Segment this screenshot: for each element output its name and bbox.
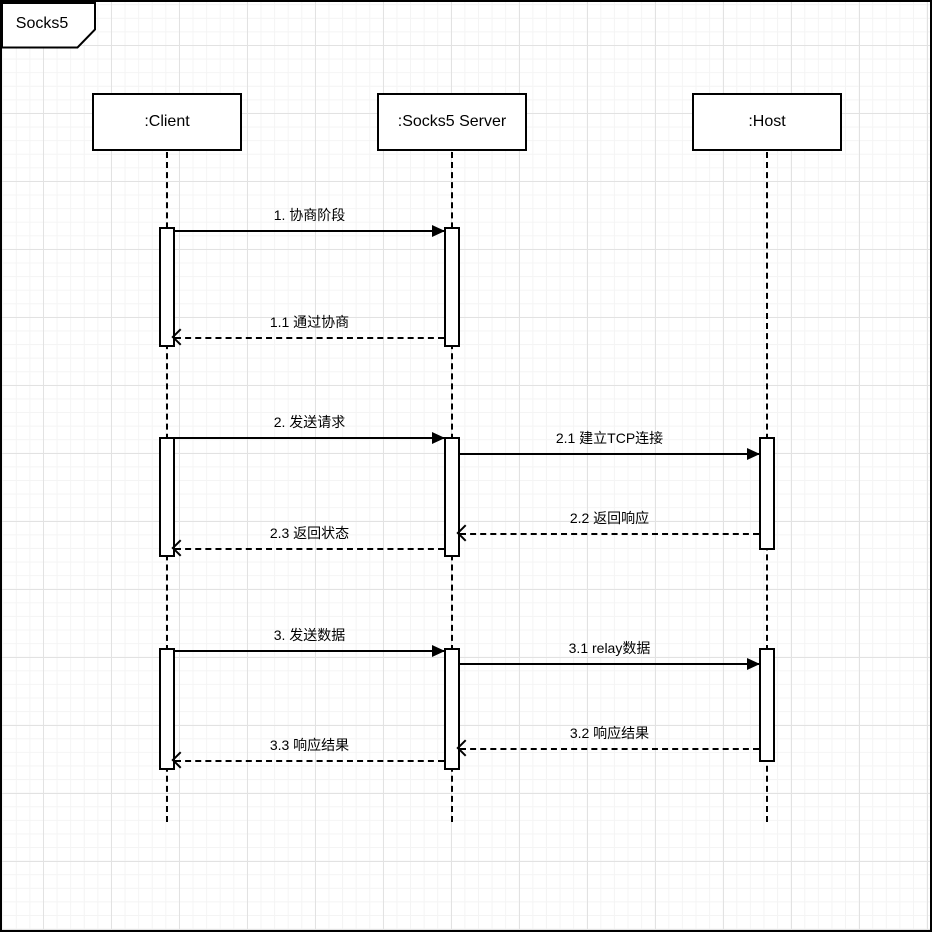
message-2-1-tcp-connect[interactable]: 2.1 建立TCP连接 bbox=[460, 430, 760, 460]
message-3-label: 3. 发送数据 bbox=[273, 627, 346, 643]
activation-client-1[interactable] bbox=[159, 227, 175, 347]
message-2-request[interactable]: 2. 发送请求 bbox=[175, 414, 445, 444]
activation-server-1[interactable] bbox=[444, 227, 460, 347]
message-2-2-label: 2.2 返回响应 bbox=[569, 510, 650, 526]
lifeline-head-host-label: :Host bbox=[748, 113, 786, 130]
lifeline-head-client-label: :Client bbox=[144, 113, 190, 130]
lifeline-head-host[interactable]: :Host bbox=[692, 93, 842, 151]
activation-client-3[interactable] bbox=[159, 648, 175, 770]
message-1-1-return[interactable]: 1.1 通过协商 bbox=[175, 314, 444, 339]
lifeline-head-server-label: :Socks5 Server bbox=[397, 113, 507, 130]
activation-host-3[interactable] bbox=[759, 648, 775, 762]
lifeline-head-server[interactable]: :Socks5 Server bbox=[377, 93, 527, 151]
message-2-2-response[interactable]: 2.2 返回响应 bbox=[460, 510, 759, 535]
message-2-1-label: 2.1 建立TCP连接 bbox=[555, 430, 664, 446]
message-1-label: 1. 协商阶段 bbox=[273, 207, 346, 223]
message-2-3-status[interactable]: 2.3 返回状态 bbox=[175, 525, 444, 550]
activation-client-2[interactable] bbox=[159, 437, 175, 557]
lifeline-head-client[interactable]: :Client bbox=[92, 93, 242, 151]
message-2-label: 2. 发送请求 bbox=[273, 414, 346, 430]
message-3-1-relay[interactable]: 3.1 relay数据 bbox=[460, 640, 760, 670]
activation-server-2[interactable] bbox=[444, 437, 460, 557]
frame-title-tag[interactable]: Socks5 bbox=[2, 2, 98, 49]
message-3-send-data[interactable]: 3. 发送数据 bbox=[175, 627, 445, 657]
message-3-1-label: 3.1 relay数据 bbox=[568, 640, 651, 656]
frame-title-label: Socks5 bbox=[15, 15, 69, 32]
message-3-2-label: 3.2 响应结果 bbox=[569, 725, 650, 741]
message-1-negotiation[interactable]: 1. 协商阶段 bbox=[175, 207, 445, 237]
message-2-3-label: 2.3 返回状态 bbox=[269, 525, 350, 541]
message-3-2-result[interactable]: 3.2 响应结果 bbox=[460, 725, 759, 750]
frame-tag-shape bbox=[2, 2, 96, 49]
message-3-3-result[interactable]: 3.3 响应结果 bbox=[175, 737, 444, 762]
message-1-1-label: 1.1 通过协商 bbox=[269, 314, 350, 330]
message-3-3-label: 3.3 响应结果 bbox=[269, 737, 350, 753]
activation-server-3[interactable] bbox=[444, 648, 460, 770]
activation-host-2[interactable] bbox=[759, 437, 775, 550]
